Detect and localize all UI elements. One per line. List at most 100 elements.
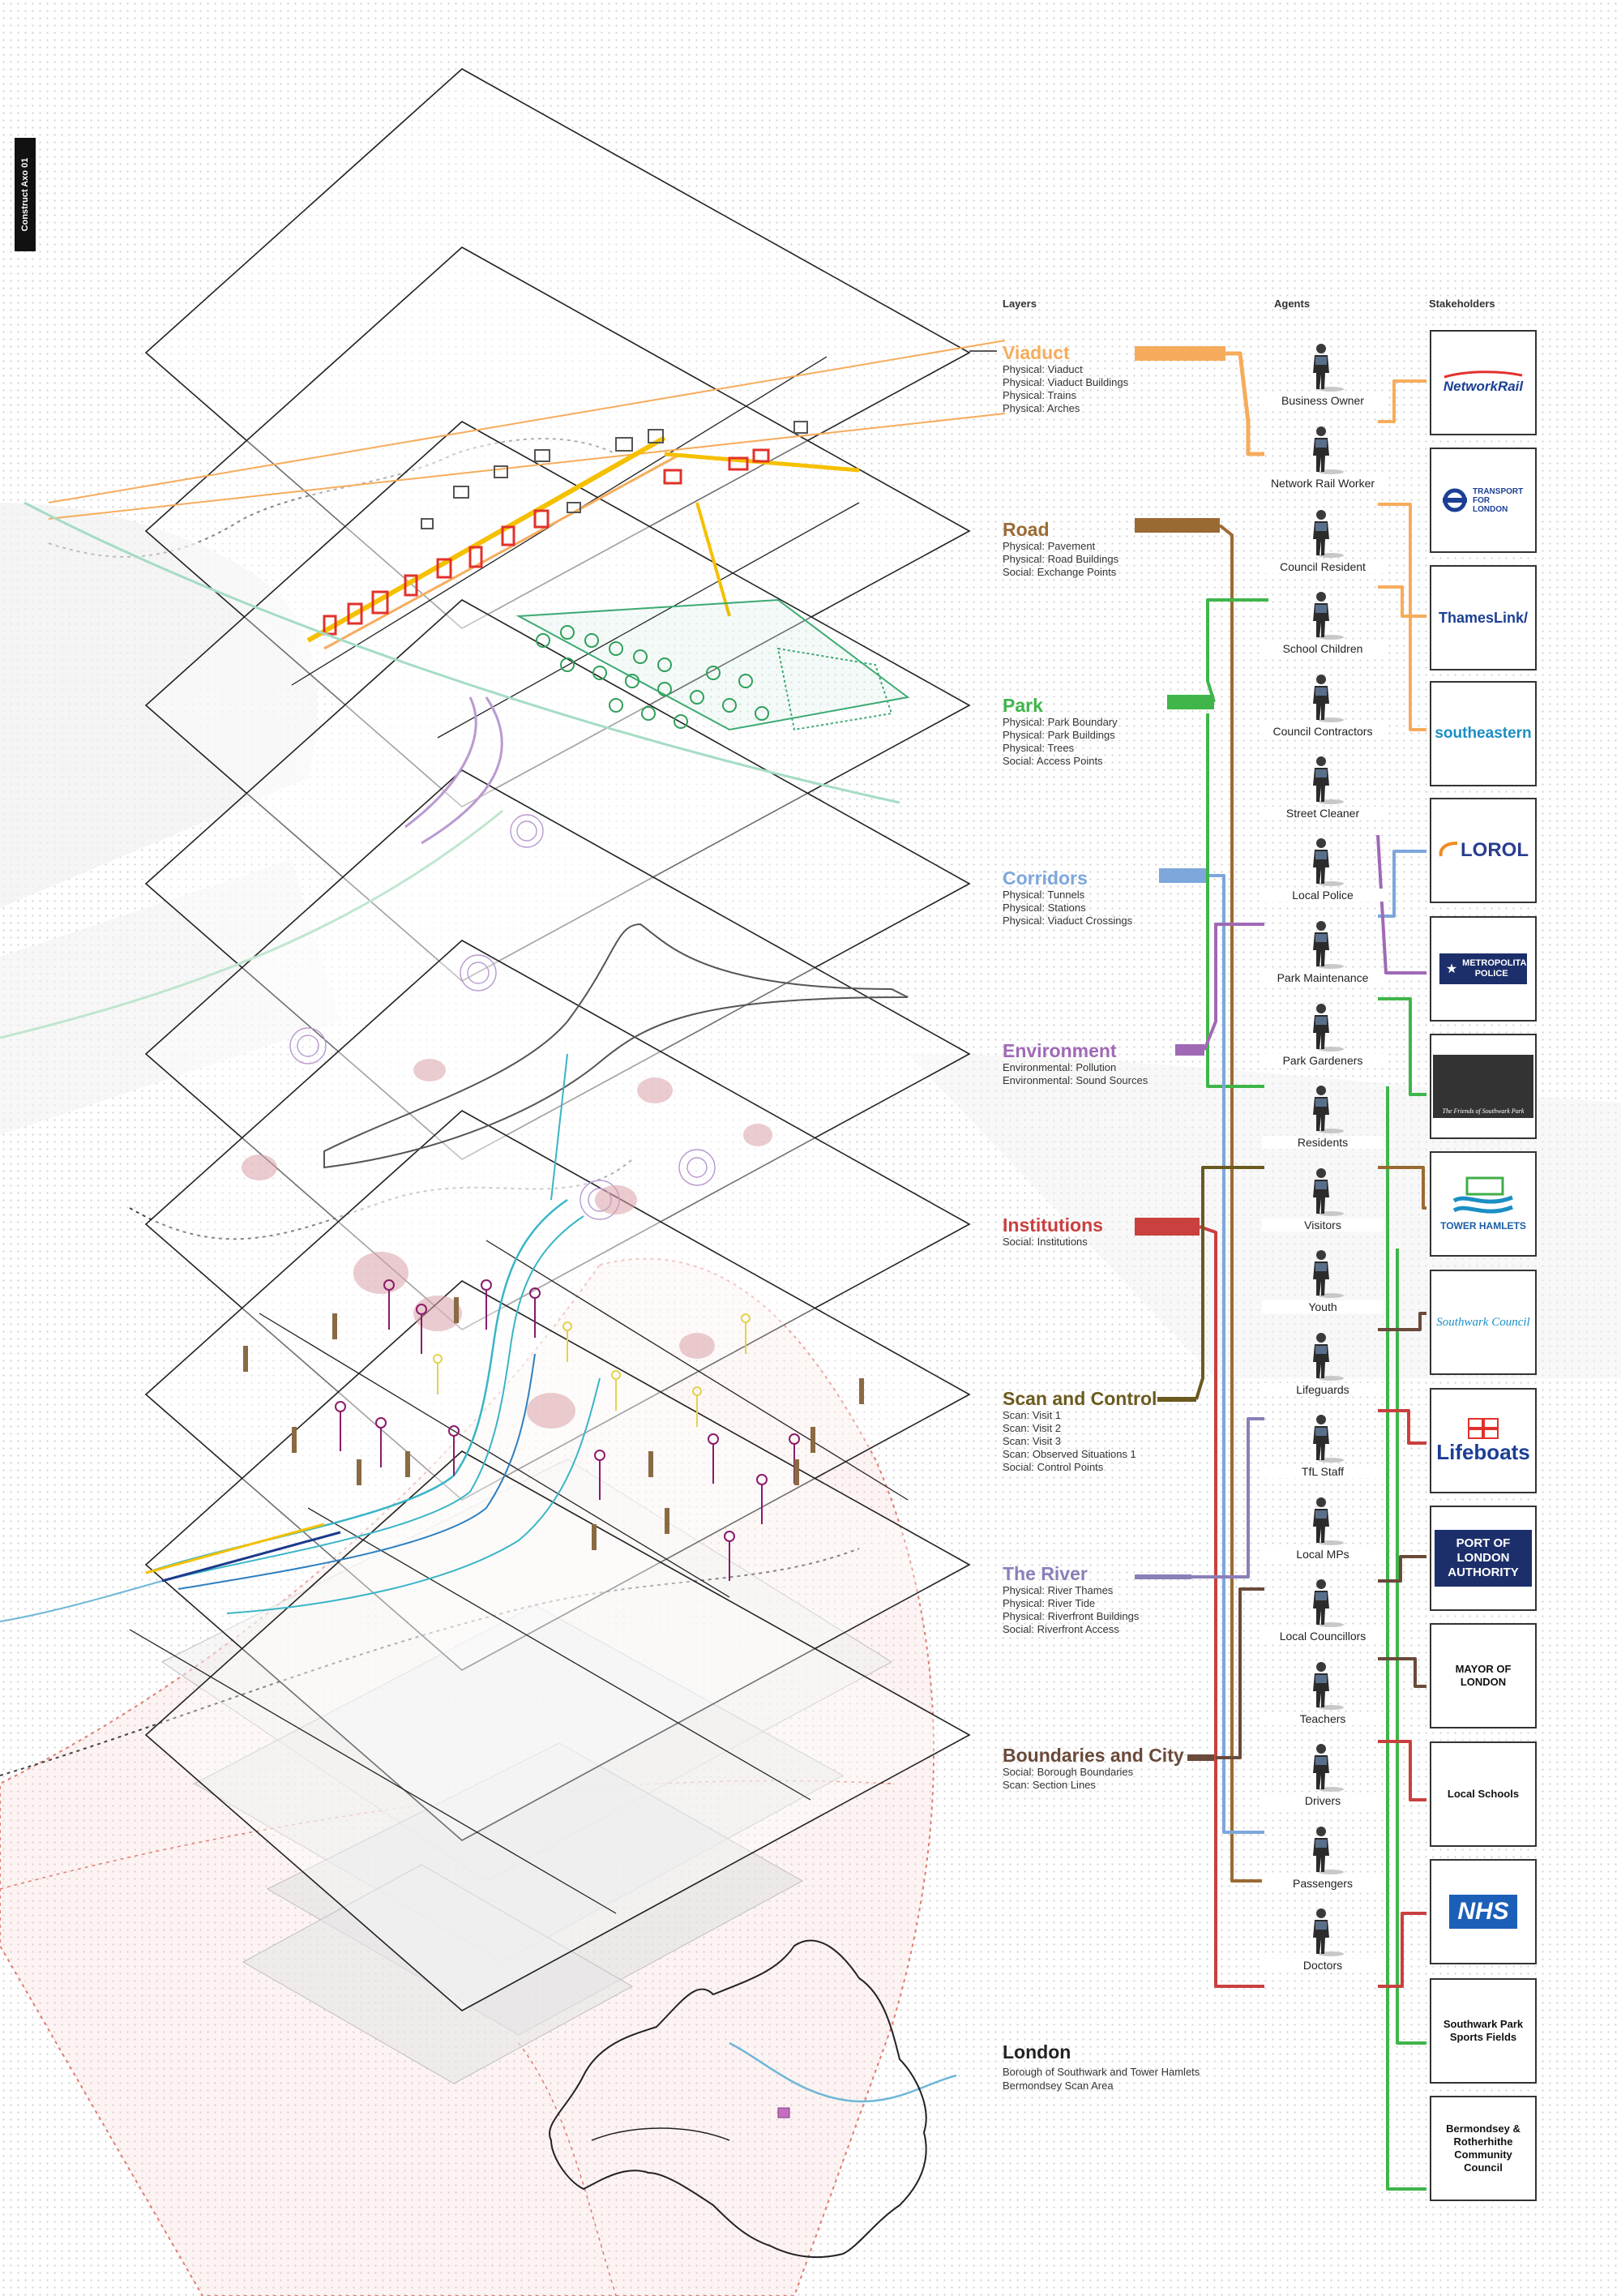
connector-lifeboats <box>1378 1409 1426 1445</box>
agent-park-maintenance: Park Maintenance <box>1262 918 1384 984</box>
person-figure-icon <box>1313 675 1344 722</box>
trunk-institutions <box>1199 1225 1264 1988</box>
stakeholder-name: Local Schools <box>1447 1788 1520 1800</box>
layer-planes <box>144 68 971 2011</box>
agents-column-heading: Agents <box>1274 298 1311 310</box>
layer-item: Physical: Tunnels <box>1003 889 1085 901</box>
trunk-river <box>1191 1417 1264 1578</box>
logo-lifeboats-flag <box>1467 1417 1499 1439</box>
agent-label: Visitors <box>1262 1219 1384 1232</box>
layer-item: Physical: Park Boundary <box>1003 716 1118 728</box>
stakeholder-name: TRANSPORT FOR LONDON <box>1473 486 1524 514</box>
layer-item: Social: Institutions <box>1003 1236 1088 1248</box>
agent-tfl-staff: TfL Staff <box>1262 1411 1384 1478</box>
layer-item: Physical: Riverfront Buildings <box>1003 1610 1140 1622</box>
stakeholder-port-of-london-authority: PORT OF LONDON AUTHORITY <box>1430 1506 1537 1611</box>
london-subtitle-2: Bermondsey Scan Area <box>1003 2080 1114 2092</box>
connector-port-of-london <box>1378 1555 1426 1583</box>
connector-lorol <box>1378 850 1426 918</box>
person-figure-icon <box>1313 1908 1344 1956</box>
layer-item: Scan: Visit 2 <box>1003 1422 1062 1434</box>
layer-title: Boundaries and City <box>1003 1745 1184 1766</box>
stakeholder-name: Bermondsey & Rotherhithe Community Counc… <box>1446 2123 1520 2174</box>
land-outline <box>0 438 860 1776</box>
agent-label: TfL Staff <box>1262 1465 1384 1478</box>
agent-label: Lifeguards <box>1262 1383 1384 1396</box>
layer-item: Physical: Trains <box>1003 389 1077 401</box>
connector-networkrail <box>1378 379 1426 423</box>
agent-business-owner: Business Owner <box>1262 341 1384 407</box>
river-layer-graphics <box>0 1053 957 2103</box>
agent-label: Park Maintenance <box>1262 971 1384 984</box>
stakeholder-the-friends-of-southwark-park: The Friends of Southwark Park <box>1430 1034 1537 1139</box>
agent-label: Youth <box>1262 1300 1384 1313</box>
stakeholder-name: METROPOLITAN POLICE <box>1462 958 1533 979</box>
layer-item: Scan: Observed Situations 1 <box>1003 1448 1136 1460</box>
layer-item: Social: Access Points <box>1003 755 1103 767</box>
layer-item: Scan: Visit 1 <box>1003 1409 1062 1421</box>
agent-label: Local Police <box>1262 889 1384 902</box>
park-layer-graphics <box>24 501 910 804</box>
layer-item: Physical: Trees <box>1003 742 1075 754</box>
layer-item: Physical: River Thames <box>1003 1584 1114 1596</box>
stakeholder-name: LOROL <box>1461 839 1529 861</box>
city-fabric-base <box>161 1459 892 2084</box>
viaduct-layer-graphics <box>48 340 1006 650</box>
stakeholder-name: Southwark Park Sports Fields <box>1443 2018 1524 2043</box>
agent-label: Local MPs <box>1262 1548 1384 1561</box>
agent-school-children: School Children <box>1262 589 1384 655</box>
connector-tower-hamlets <box>1378 1166 1426 1210</box>
agent-drivers: Drivers <box>1262 1741 1384 1807</box>
stakeholder-name: NetworkRail <box>1443 379 1524 394</box>
stakeholder-lorol: LOROL <box>1430 798 1537 903</box>
stakeholder-local-schools: Local Schools <box>1430 1741 1537 1847</box>
scan-control-layer-graphics <box>243 1279 864 1581</box>
layer-item: Physical: Viaduct <box>1003 363 1083 375</box>
layer-title: Institutions <box>1003 1214 1103 1236</box>
connector-community-council <box>1386 1086 1426 2191</box>
layer-item: Physical: Pavement <box>1003 540 1096 552</box>
stakeholder-name: TOWER HAMLETS <box>1440 1220 1526 1232</box>
stakeholder-mayor-of-london: MAYOR OF LONDON <box>1430 1623 1537 1728</box>
agent-label: Doctors <box>1262 1959 1384 1972</box>
london-subtitle-1: Borough of Southwark and Tower Hamlets <box>1003 2066 1200 2078</box>
trunk-boundaries <box>1216 1587 1264 1759</box>
person-figure-icon <box>1313 1168 1344 1216</box>
person-figure-icon <box>1313 1333 1344 1381</box>
agent-network-rail-worker: Network Rail Worker <box>1262 423 1384 490</box>
layer-title: Scan and Control <box>1003 1388 1157 1409</box>
stakeholder-name: ThamesLink/ <box>1438 609 1529 626</box>
person-figure-icon <box>1313 1415 1344 1463</box>
agent-label: Business Owner <box>1262 394 1384 407</box>
layer-title: Park <box>1003 695 1043 716</box>
person-figure-icon <box>1313 1004 1344 1052</box>
agent-local-mps: Local MPs <box>1262 1494 1384 1561</box>
london-title: London <box>1003 2041 1071 2063</box>
connector-police <box>1376 834 1426 975</box>
layer-item: Social: Borough Boundaries <box>1003 1766 1134 1778</box>
layer-item: Social: Exchange Points <box>1003 566 1117 578</box>
person-figure-icon <box>1313 510 1344 558</box>
connector-sports-fields <box>1396 1249 1426 2045</box>
agent-youth: Youth <box>1262 1247 1384 1313</box>
section-lines <box>129 356 909 1914</box>
environment-layer-graphics <box>0 696 909 1429</box>
london-map-outline <box>549 1939 927 2259</box>
agent-local-police: Local Police <box>1262 835 1384 902</box>
stakeholder-southeastern: southeastern <box>1430 681 1537 786</box>
person-figure-icon <box>1313 1250 1344 1298</box>
stakeholder-lifeboats: Lifeboats <box>1430 1388 1537 1493</box>
agent-label: Street Cleaner <box>1262 807 1384 820</box>
lorol-swoosh-icon <box>1439 842 1458 857</box>
layer-title: The River <box>1003 1563 1088 1584</box>
agent-label: Council Resident <box>1262 560 1384 573</box>
layer-item: Physical: River Tide <box>1003 1597 1096 1609</box>
stakeholder-networkrail: NetworkRail <box>1430 330 1537 435</box>
person-figure-icon <box>1313 921 1344 969</box>
